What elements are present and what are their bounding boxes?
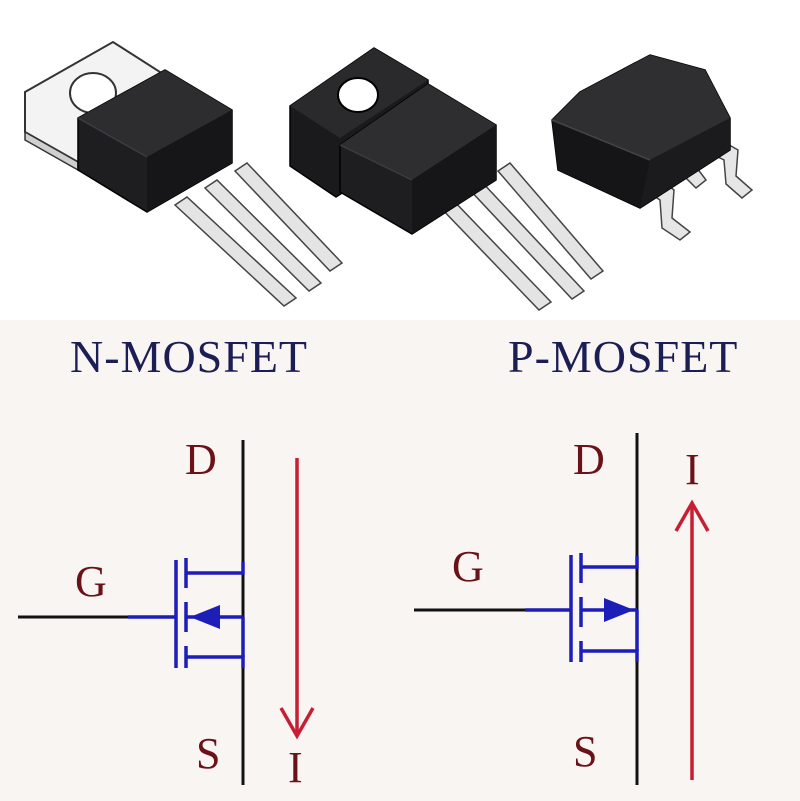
n-drain-label: D	[185, 435, 217, 484]
n-source-label: S	[196, 729, 221, 778]
p-source-label: S	[573, 727, 598, 776]
n-current-label: I	[288, 743, 303, 792]
p-drain-label: D	[573, 435, 605, 484]
schematic-panel	[0, 320, 800, 801]
p-current-label: I	[685, 445, 700, 494]
n-mosfet-title: N-MOSFET	[70, 331, 309, 382]
d2pak-package-icon	[551, 54, 754, 241]
n-gate-label: G	[75, 557, 107, 606]
p-current-arrow-icon	[674, 499, 710, 780]
n-current-arrow-icon	[279, 458, 315, 740]
package-row	[24, 40, 754, 311]
p-mosfet-symbol	[414, 433, 639, 785]
to-220-isolated-package-icon	[289, 47, 605, 311]
n-channel-arrow-icon	[190, 605, 220, 629]
to-220-package-icon	[24, 40, 344, 307]
p-channel-arrow-icon	[604, 598, 634, 622]
p-mosfet-title: P-MOSFET	[508, 331, 739, 382]
n-mosfet-symbol	[18, 440, 245, 785]
p-gate-label: G	[452, 542, 484, 591]
